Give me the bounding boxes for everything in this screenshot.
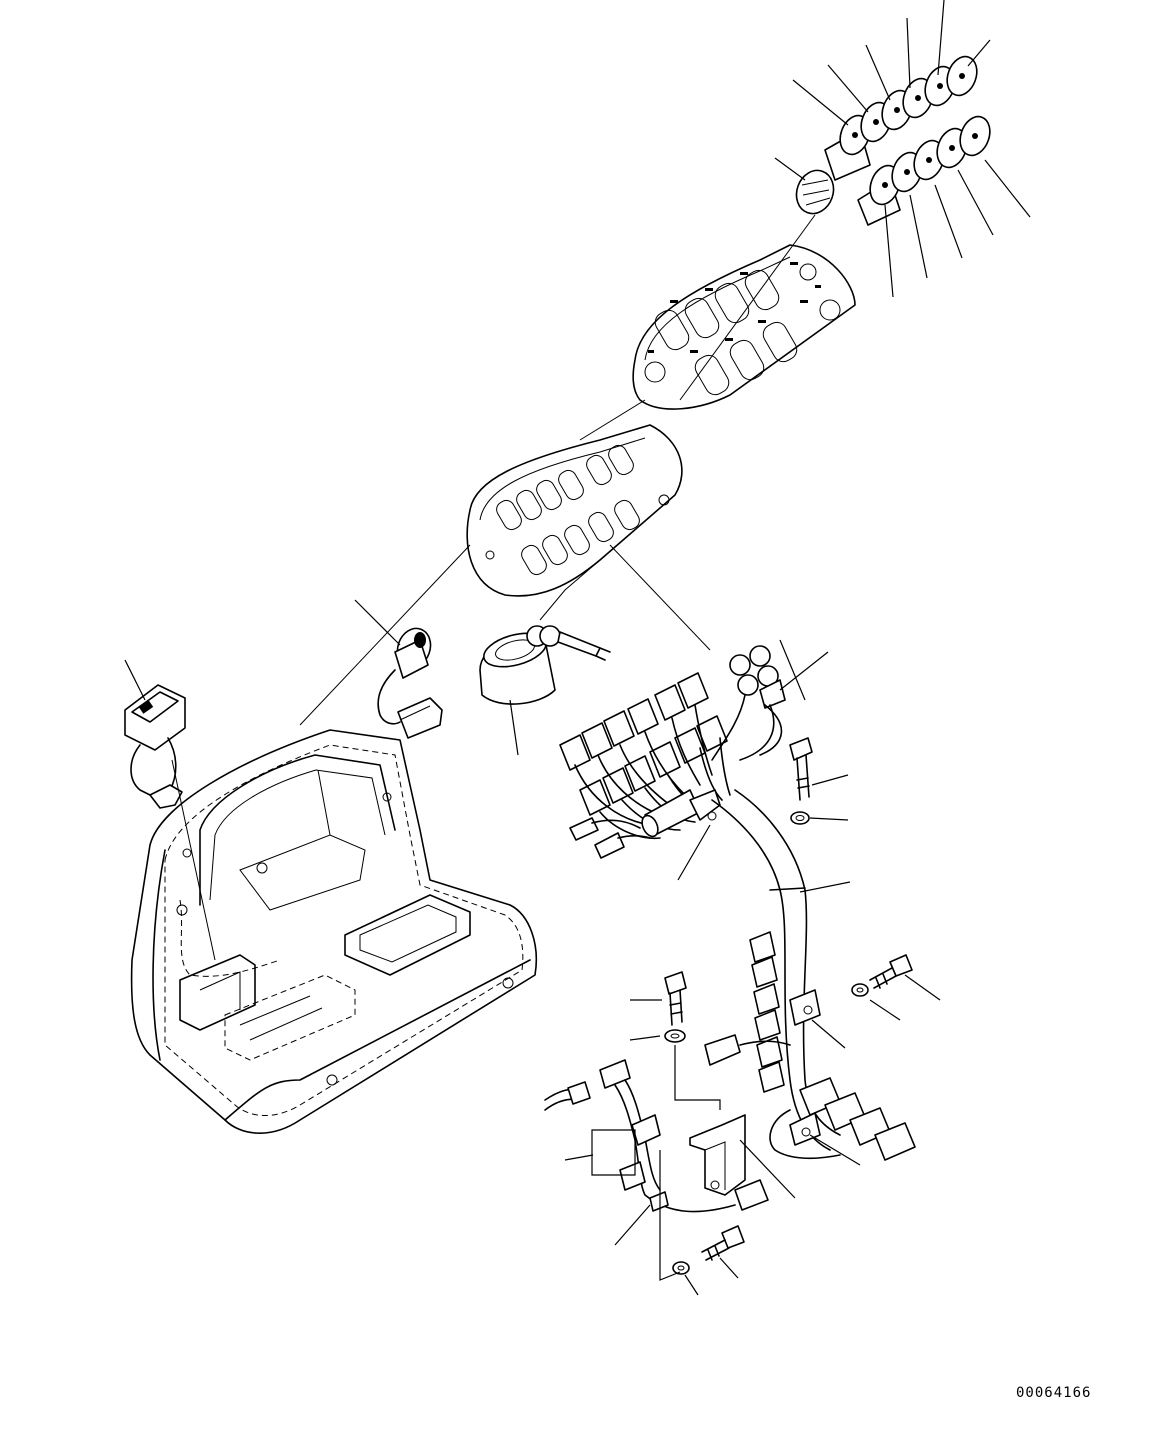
knob-leaders bbox=[775, 0, 1030, 297]
sub-wire-harness bbox=[545, 1060, 735, 1212]
console-panel bbox=[132, 730, 537, 1133]
buzzer bbox=[355, 600, 442, 738]
rocker-switch bbox=[125, 660, 215, 960]
bolt-right bbox=[870, 955, 912, 988]
blank-cap bbox=[791, 165, 840, 219]
assembly-lines bbox=[300, 215, 815, 725]
drawing-number: 00064166 bbox=[1016, 1385, 1092, 1401]
decal-panel bbox=[633, 245, 855, 409]
washer-lower bbox=[673, 1262, 689, 1274]
switch-panel-plate bbox=[467, 425, 682, 596]
switch-knob-row-lower bbox=[858, 112, 995, 225]
washer-middle bbox=[665, 1030, 685, 1042]
leader-lines bbox=[565, 640, 940, 1295]
switch-knob-row-upper bbox=[825, 52, 982, 180]
washer-upper bbox=[791, 812, 809, 824]
bolt-upper bbox=[790, 738, 812, 800]
bracket bbox=[690, 1115, 768, 1210]
key-switch bbox=[480, 626, 610, 755]
bolt-middle bbox=[665, 972, 686, 1025]
washer-right bbox=[852, 984, 868, 996]
bolt-lower bbox=[702, 1226, 744, 1260]
main-wire-harness bbox=[560, 646, 915, 1160]
